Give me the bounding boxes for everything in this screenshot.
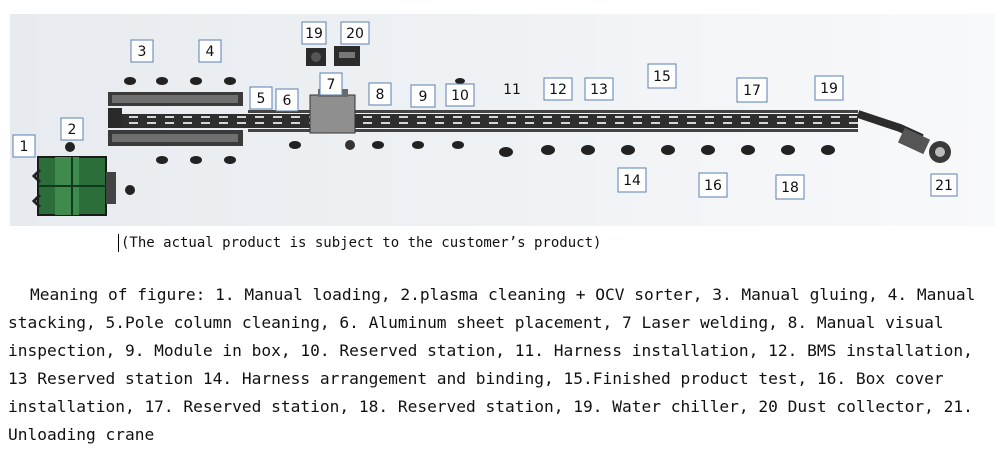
svg-text:4: 4 [206,44,215,60]
svg-text:3: 3 [138,44,147,60]
production-line-diagram: 1 2 3 4 5 6 7 8 9 10 11 12 13 14 15 16 1… [10,14,995,226]
station-label-4: 4 [198,39,222,63]
svg-text:13: 13 [590,82,608,98]
station-label-11: 11 [503,82,521,98]
station-label-8: 8 [368,82,392,106]
station-label-13: 13 [584,77,614,101]
operator-row-top [124,77,236,85]
svg-text:20: 20 [346,26,364,42]
station-label-20: 20 [340,21,370,45]
svg-text:10: 10 [451,88,469,104]
station-label-10: 10 [445,83,475,107]
station-label-7: 7 [319,72,343,96]
station-label-2: 2 [60,117,84,141]
station-label-14: 14 [617,167,647,193]
svg-text:6: 6 [283,93,292,109]
svg-text:16: 16 [704,178,722,194]
operator-icon [65,142,75,152]
operator-row-bottom [156,141,301,164]
figure-caption: (The actual product is subject to the cu… [118,234,601,252]
station-label-15: 15 [647,63,677,89]
operator-row-downstream [372,141,835,157]
dust-collector-equipment [334,46,360,66]
main-conveyor [122,114,858,128]
station-label-18: 18 [775,174,805,200]
svg-text:5: 5 [257,91,266,107]
svg-text:14: 14 [623,173,641,189]
conveyor-rail [248,110,858,113]
gluing-stacking-line [108,92,243,146]
figure-legend: Meaning of figure: 1. Manual loading, 2.… [8,285,976,444]
svg-text:21: 21 [935,178,953,194]
loading-table [31,156,116,216]
svg-text:19: 19 [305,26,323,42]
svg-text:12: 12 [549,82,567,98]
unloading-crane [856,110,951,163]
svg-text:18: 18 [781,180,799,196]
station-label-9: 9 [410,84,436,108]
operator-icon [125,185,135,195]
station-label-6: 6 [275,88,299,112]
svg-text:8: 8 [376,87,385,103]
station-label-5: 5 [249,86,273,110]
station-label-3: 3 [130,39,154,63]
station-label-12: 12 [543,77,573,101]
station-label-19-line: 19 [814,75,844,101]
svg-text:1: 1 [20,139,29,155]
operator-row-upper-downstream [455,78,465,84]
svg-text:11: 11 [503,82,521,98]
station-label-19-chiller: 19 [301,21,327,45]
station-label-16: 16 [698,172,728,198]
conveyor-rail [248,129,858,132]
svg-text:7: 7 [327,77,336,93]
station-label-17: 17 [736,77,768,103]
water-chiller-equipment [306,48,326,66]
svg-text:2: 2 [68,122,77,138]
svg-text:15: 15 [653,69,671,85]
svg-text:9: 9 [419,89,428,105]
svg-text:19: 19 [820,81,838,97]
station-label-1: 1 [12,134,36,158]
station-label-21: 21 [930,173,958,197]
svg-text:17: 17 [743,83,761,99]
